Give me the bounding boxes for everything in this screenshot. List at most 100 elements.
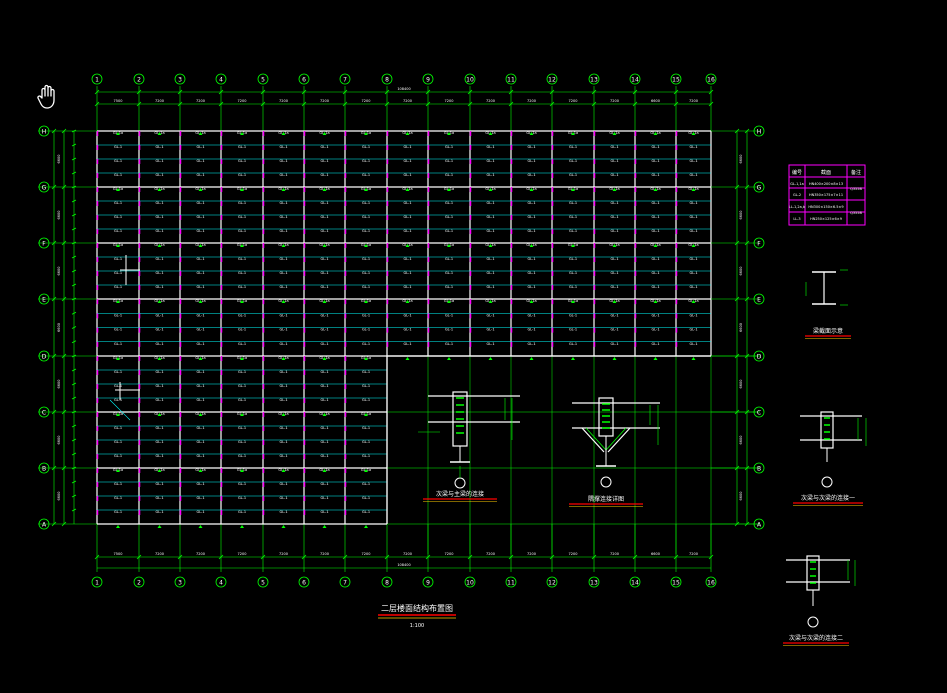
beam-label: GL-1 <box>445 229 453 233</box>
dim-tick <box>632 89 638 95</box>
bay-marker <box>447 188 451 191</box>
bay-marker <box>691 132 696 135</box>
beam-label: GL-1 <box>362 229 370 233</box>
beam-label: GL-1 <box>114 313 122 317</box>
bay-marker <box>157 188 162 191</box>
legend-header-section: 截面 <box>821 169 831 176</box>
beam-label: GL-1 <box>238 454 246 458</box>
beam-label: GL-1 <box>689 145 697 149</box>
axis-label-top: 12 <box>548 77 556 84</box>
beam-label: GL-1 <box>320 510 328 514</box>
beam-label: GL-1 <box>403 145 411 149</box>
beam-label: GL-1 <box>238 496 246 500</box>
beam-label: GL-1 <box>279 313 287 317</box>
beam-label: GL-1 <box>362 271 370 275</box>
legend-header-note: 备注 <box>851 169 861 176</box>
bay-marker <box>691 188 696 191</box>
beam-label: GL-1 <box>238 215 246 219</box>
axis-bubble-top <box>588 73 600 85</box>
beam-label: GL-1 <box>320 201 328 205</box>
beam-label: GL-1 <box>155 173 163 177</box>
bay-marker <box>157 525 162 528</box>
knee-brace <box>585 427 607 451</box>
beam-label: GL-1 <box>362 342 370 346</box>
axis-label-bottom: 2 <box>137 580 141 587</box>
dim-span-right: 6600 <box>739 436 743 445</box>
dim-tick <box>632 101 638 107</box>
dim-tick <box>508 101 514 107</box>
detail-title-section: 梁截面示意 <box>813 327 843 335</box>
axis-label-bottom: 7 <box>343 580 347 587</box>
beam-label: GL-1 <box>527 271 535 275</box>
beam-label: GL-1 <box>527 285 535 289</box>
beam-label: GL-1 <box>651 313 659 317</box>
beam-label: GL-1 <box>486 159 494 163</box>
dim-tick <box>744 409 750 415</box>
axis-bubble-top <box>422 73 434 85</box>
beam-label: GL-1 <box>445 271 453 275</box>
axis-bubble-bottom <box>588 576 600 588</box>
beam-label: GL-1 <box>403 271 411 275</box>
beam-label: GL-1 <box>320 370 328 374</box>
beam-label: GL-1 <box>196 271 204 275</box>
axis-label-top: 1 <box>95 77 99 84</box>
axis-label-top: 11 <box>507 77 515 84</box>
beam-label: GL-1 <box>651 215 659 219</box>
beam-label: GL-1 <box>320 215 328 219</box>
bay-marker <box>322 188 327 191</box>
beam-label: GL-1 <box>279 173 287 177</box>
main-scale: 1:100 <box>410 623 424 629</box>
detail-callout <box>600 476 612 488</box>
bay-marker <box>405 244 410 247</box>
beam-label: GL-1 <box>610 313 618 317</box>
beam-label: GL-1 <box>320 426 328 430</box>
beam-label: GL-1 <box>279 454 287 458</box>
dim-tick <box>218 89 224 95</box>
beam-label: GL-1 <box>155 370 163 374</box>
beam-label: GL-1 <box>238 229 246 233</box>
beam-label: GL-1 <box>689 201 697 205</box>
hand-pan-icon[interactable] <box>36 84 60 110</box>
dim-span-left: 6600 <box>57 211 61 220</box>
legend-cell: LL-1,2a,b <box>789 205 806 209</box>
beam-label: GL-1 <box>651 285 659 289</box>
beam-label: GL-1 <box>320 398 328 402</box>
bay-marker <box>240 188 244 191</box>
beam-label: GL-1 <box>155 328 163 332</box>
beam-label: GL-1 <box>445 257 453 261</box>
bay-marker <box>364 525 368 528</box>
beam-label: GL-1 <box>279 257 287 261</box>
axis-label-bottom: 13 <box>590 580 598 587</box>
beam-label: GL-1 <box>610 145 618 149</box>
dim-tick <box>177 554 183 560</box>
bay-marker <box>612 300 617 303</box>
beam-label: GL-1 <box>362 370 370 374</box>
dim-span-top: 7200 <box>527 99 536 103</box>
beam-label: GL-1 <box>527 328 535 332</box>
axis-bubble-top <box>257 73 269 85</box>
bay-marker <box>240 132 244 135</box>
beam-label: GL-1 <box>527 313 535 317</box>
beam-label: GL-1 <box>196 384 204 388</box>
beam-label: GL-1 <box>486 257 494 261</box>
legend-cell: HN300×150×6.5×9 <box>808 205 843 209</box>
beam-label: GL-1 <box>610 159 618 163</box>
axis-label-right: F <box>757 241 761 248</box>
dim-span-bottom: 7200 <box>610 552 619 556</box>
dim-span-top: 7500 <box>114 99 123 103</box>
beam-section <box>806 555 820 591</box>
dim-tick <box>71 396 77 400</box>
beam-label: GL-1 <box>196 159 204 163</box>
dim-tick <box>734 409 740 415</box>
dim-tick <box>744 353 750 359</box>
axis-bubble-left <box>38 462 50 474</box>
axis-label-left: B <box>42 466 46 473</box>
axis-bubble-left <box>38 293 50 305</box>
beam-label: GL-1 <box>320 454 328 458</box>
beam-label: GL-1 <box>114 215 122 219</box>
beam-label: GL-1 <box>114 440 122 444</box>
axis-label-bottom: 15 <box>672 580 680 587</box>
axis-label-bottom: 8 <box>385 580 389 587</box>
beam-label: GL-1 <box>527 215 535 219</box>
